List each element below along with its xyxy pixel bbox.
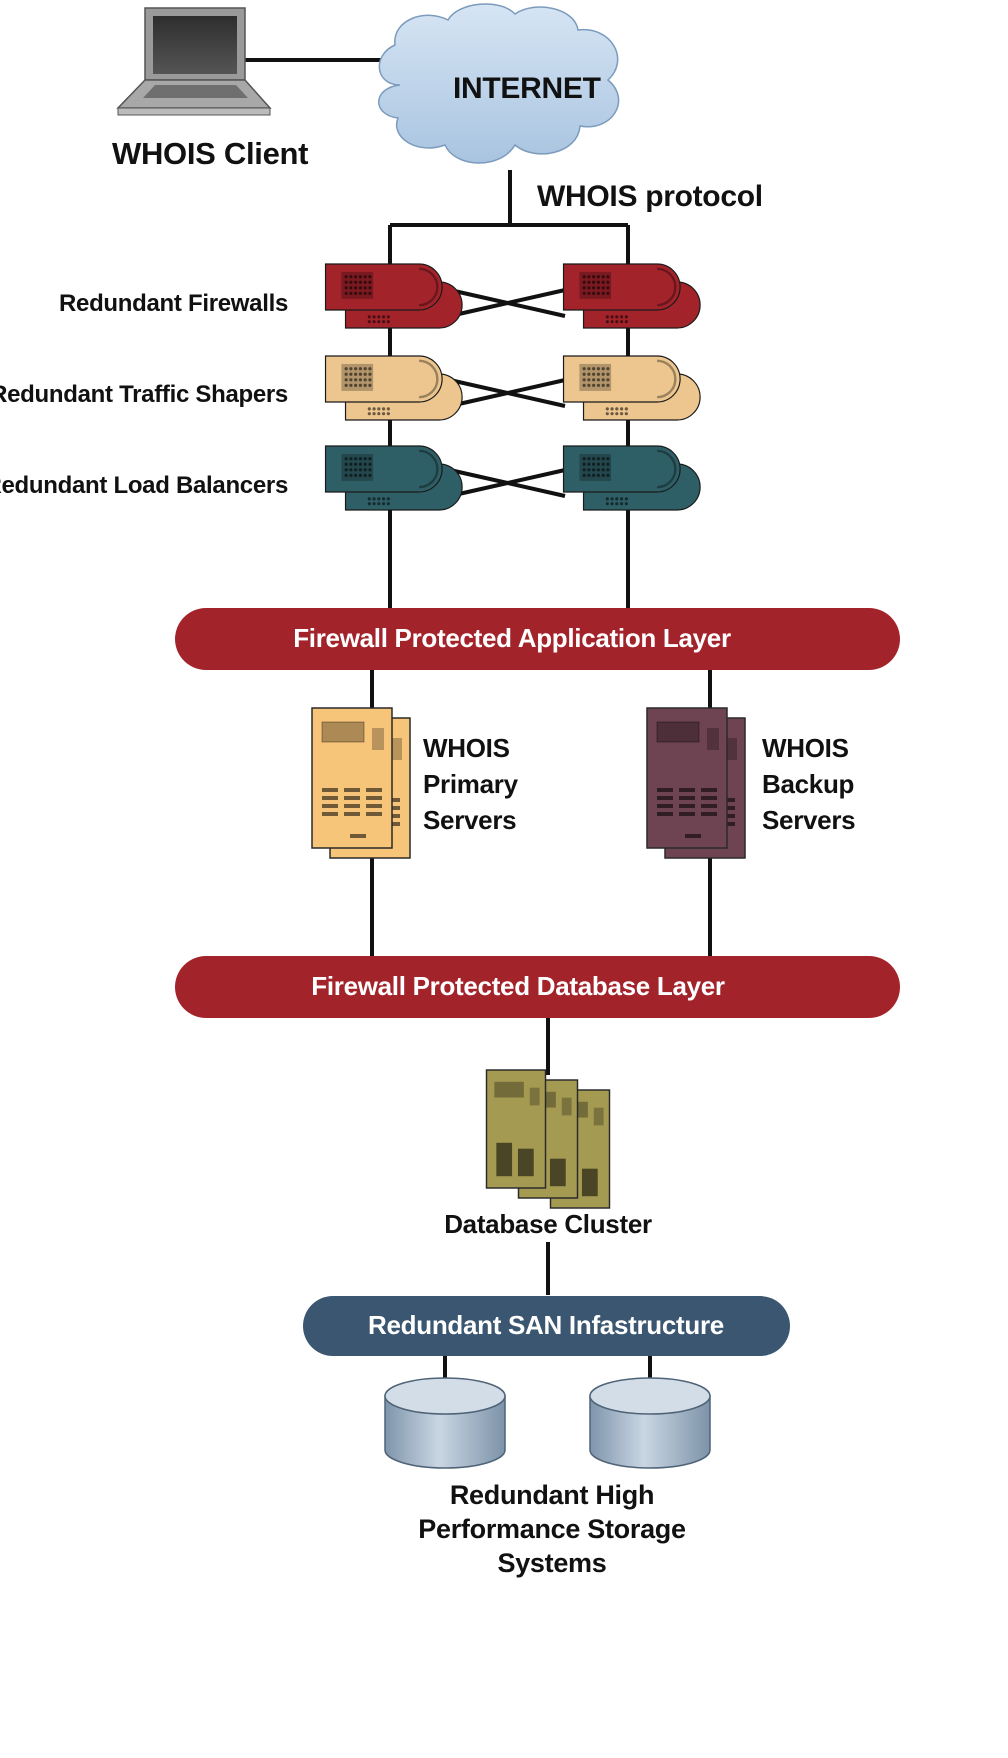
storage-systems-label: Redundant High Performance Storage Syste… [418, 1478, 686, 1580]
backup-servers-label-line-2: Backup [762, 769, 855, 799]
primary-servers-label-line-3: Servers [423, 805, 517, 835]
backup-servers-label-line-1: WHOIS [762, 733, 849, 763]
primary-servers-label-line-1: WHOIS [423, 733, 510, 763]
storage-label-line-2: Performance Storage [418, 1514, 686, 1544]
balancer-cross-link-b [449, 468, 566, 498]
backup-servers-group [646, 707, 746, 859]
storage-label-line-1: Redundant High [449, 1480, 655, 1510]
redundant-firewalls-label: Redundant Firewalls [58, 290, 288, 317]
internet-cloud-icon [378, 3, 620, 164]
storage-disk-left-icon [384, 1377, 506, 1469]
application-layer-label: Firewall Protected Application Layer [293, 623, 731, 653]
whois-protocol-label: WHOIS protocol [537, 180, 763, 213]
shaper-right-icon [562, 354, 682, 404]
storage-label-line-3: Systems [497, 1548, 607, 1578]
shaper-left-icon [324, 354, 444, 404]
firewall-appliances [324, 262, 701, 329]
backup-servers-label-line-3: Servers [762, 805, 856, 835]
backup-server-front-icon [646, 707, 728, 849]
database-cluster-label: Database Cluster [444, 1209, 652, 1239]
db-server-1-icon [485, 1069, 547, 1189]
redundant-traffic-shapers-label: Redundant Traffic Shapers [0, 381, 288, 408]
primary-servers-label-line-2: Primary [423, 769, 518, 799]
primary-server-front-icon [311, 707, 393, 849]
application-layer-band [175, 608, 900, 670]
primary-servers-label: WHOIS Primary Servers [423, 730, 518, 838]
shaper-cross-link-b [449, 378, 566, 408]
backup-servers-label: WHOIS Backup Servers [762, 730, 856, 838]
redundant-load-balancers-label: Redundant Load Balancers [0, 472, 288, 499]
firewall-cross-link-b [449, 288, 566, 318]
internet-label: INTERNET [453, 72, 601, 105]
whois-client-label: WHOIS Client [112, 136, 309, 171]
traffic-shaper-appliances [324, 354, 701, 421]
database-layer-label: Firewall Protected Database Layer [311, 971, 725, 1001]
database-layer-band [175, 956, 900, 1018]
san-band [303, 1296, 790, 1356]
firewall-left-icon [324, 262, 444, 312]
firewall-right-icon [562, 262, 682, 312]
balancer-right-icon [562, 444, 682, 494]
storage-disk-right-icon [589, 1377, 711, 1469]
primary-servers-group [311, 707, 411, 859]
database-cluster-group [485, 1069, 611, 1209]
balancer-left-icon [324, 444, 444, 494]
load-balancer-appliances [324, 444, 701, 511]
laptop-icon [116, 7, 272, 116]
san-label: Redundant SAN Infastructure [368, 1310, 724, 1340]
